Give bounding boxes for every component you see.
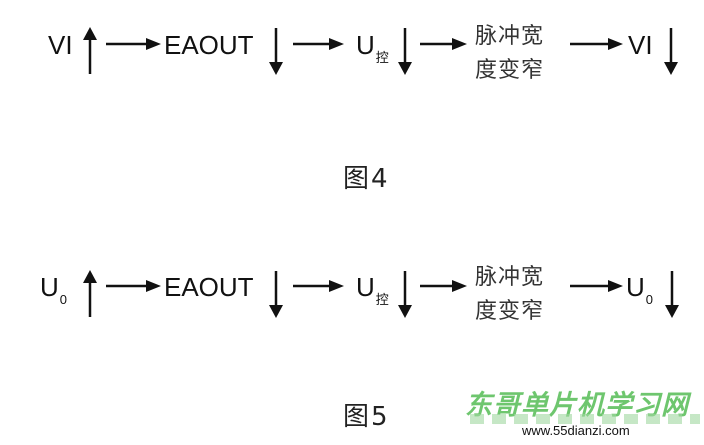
down-arrow-icon: [398, 271, 412, 318]
up-arrow-icon: [83, 270, 97, 317]
step-u-control: U控: [356, 30, 389, 65]
right-arrow-icon: [106, 38, 161, 50]
pulse-width-narrows-text: 脉冲宽 度变窄: [475, 265, 545, 324]
step-eaout: EAOUT: [164, 30, 254, 60]
up-arrow-icon: [83, 27, 97, 74]
right-arrow-icon: [293, 280, 344, 292]
figure-5-flow: U0 EAOUT U控 脉冲宽 度变窄 U0: [0, 245, 704, 375]
step-u-control: U控: [356, 272, 389, 307]
step-vi: VI: [48, 30, 73, 60]
right-arrow-icon: [420, 38, 467, 50]
right-arrow-icon: [570, 280, 623, 292]
step-eaout: EAOUT: [164, 272, 254, 302]
watermark-decoration: [470, 414, 700, 424]
step-u0-result: U0: [626, 272, 654, 307]
down-arrow-icon: [665, 271, 679, 318]
watermark-url: www.55dianzi.com: [522, 423, 630, 438]
right-arrow-icon: [293, 38, 344, 50]
right-arrow-icon: [106, 280, 161, 292]
right-arrow-icon: [420, 280, 467, 292]
down-arrow-icon: [664, 28, 678, 75]
down-arrow-icon: [398, 28, 412, 75]
down-arrow-icon: [269, 271, 283, 318]
step-vi-result: VI: [628, 30, 653, 60]
right-arrow-icon: [570, 38, 623, 50]
figure-4-caption: 图4: [343, 164, 390, 194]
step-u0: U0: [40, 272, 68, 307]
pulse-width-narrows-text: 脉冲宽 度变窄: [475, 24, 545, 83]
figure-4-flow: VI EAOUT U控 脉冲宽 度变窄 VI: [0, 0, 704, 130]
down-arrow-icon: [269, 28, 283, 75]
figure-5-caption: 图5: [343, 402, 390, 432]
